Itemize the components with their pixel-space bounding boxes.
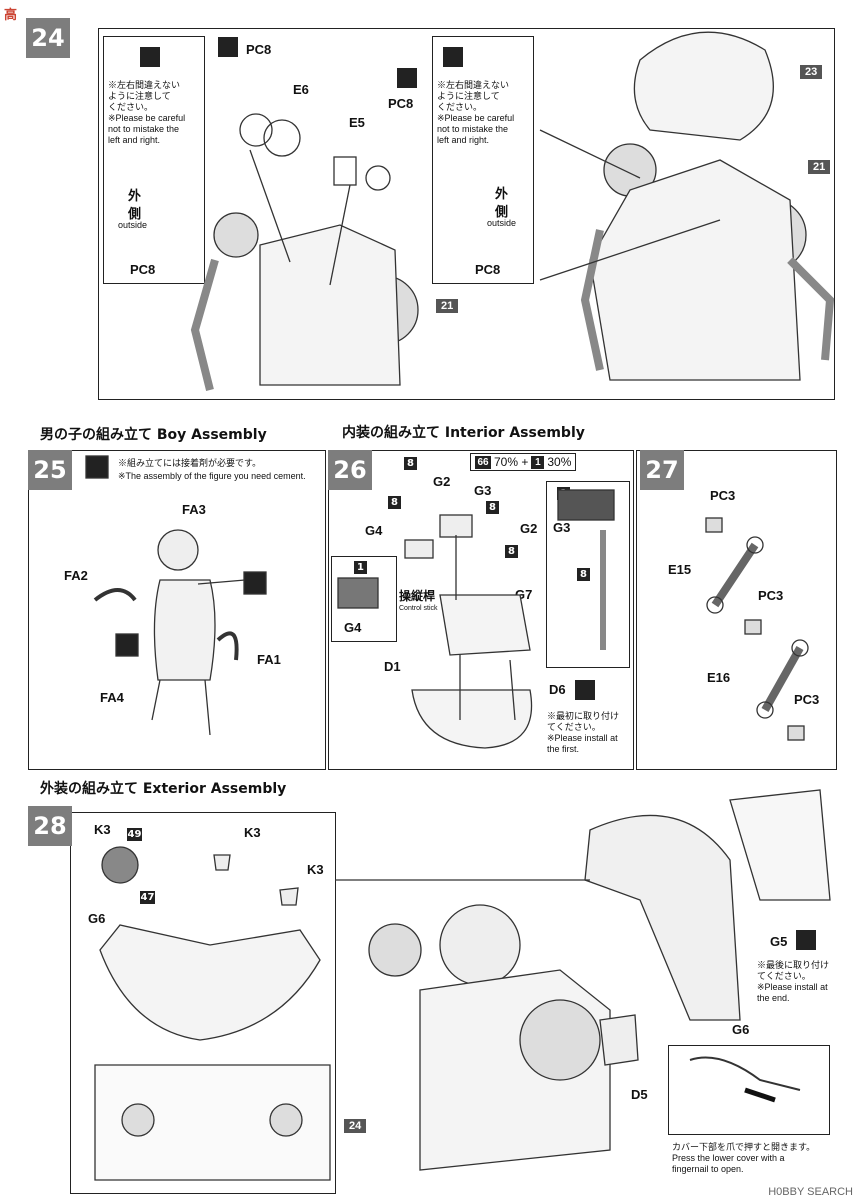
watermark-logo: 高: [4, 8, 18, 23]
cement-icon: [443, 47, 463, 67]
part-pc8-left-box: PC8: [130, 262, 156, 277]
part-k3: K3: [94, 822, 111, 837]
cement-icon: [218, 37, 238, 57]
outside-label-right-2: 側: [495, 204, 509, 219]
part-d5: D5: [631, 1087, 648, 1102]
part-d1: D1: [384, 659, 401, 674]
part-k3: K3: [307, 862, 324, 877]
part-pc8-right-box: PC8: [475, 262, 501, 277]
interior-assembly-header: 内装の組み立て Interior Assembly: [342, 425, 585, 441]
outside-label-right-1: 外: [495, 186, 509, 201]
part-fa4: FA4: [100, 690, 124, 705]
caution-box-right: [432, 36, 534, 284]
cement-note-en: ※The assembly of the figure you need cem…: [118, 471, 306, 481]
color-code-49: 49: [127, 828, 142, 841]
color-ratio-1: 70% +: [494, 455, 529, 469]
watermark-hobbysearch: H0BBY SEARCH: [768, 1186, 853, 1198]
step-25-number: 25: [28, 450, 72, 490]
color-ratio-2: 30%: [547, 455, 572, 469]
part-g4: G4: [365, 523, 383, 538]
part-fa1: FA1: [257, 652, 281, 667]
part-e5: E5: [349, 115, 365, 130]
part-g4-detail: G4: [344, 620, 362, 635]
part-pc3: PC3: [794, 692, 820, 707]
part-g2: G2: [520, 521, 538, 536]
boy-assembly-header: 男の子の組み立て Boy Assembly: [40, 427, 267, 443]
part-g5: G5: [770, 934, 788, 949]
outside-en-left: outside: [118, 220, 148, 230]
outside-label-left-2: 側: [128, 206, 142, 221]
part-g3-detail: G3: [553, 520, 571, 535]
part-pc3: PC3: [710, 488, 736, 503]
ref-tag-21: 21: [808, 160, 831, 174]
step-27-number: 27: [640, 450, 684, 490]
part-pc3: PC3: [758, 588, 784, 603]
outside-label-left-1: 外: [128, 188, 142, 203]
cement-icon: [397, 68, 417, 88]
ref-tag-21: 21: [436, 299, 459, 313]
color-code-1: 1: [354, 561, 367, 574]
part-pc8: PC8: [388, 96, 414, 111]
part-fa2: FA2: [64, 568, 88, 583]
color-mix-label: 66 70% + 1 30%: [470, 453, 577, 471]
cement-icon: [796, 930, 816, 950]
color-code-8: 8: [577, 568, 590, 581]
part-d6: D6: [549, 682, 566, 697]
cover-open-note: カバー下部を爪で押すと開きます。Press the lower cover wi…: [672, 1142, 816, 1174]
cement-note-jp: ※組み立てには接着剤が必要です。: [118, 458, 262, 468]
ref-tag-23: 23: [800, 65, 823, 79]
color-code-66: 66: [475, 455, 491, 469]
color-code-1: 1: [531, 455, 545, 469]
step-28-number: 28: [28, 806, 72, 846]
color-code-8: 8: [388, 496, 401, 509]
color-code-8: 8: [505, 545, 518, 558]
control-stick-jp: 操縦桿: [399, 589, 436, 603]
step-27-panel: [636, 450, 837, 770]
part-pc8: PC8: [246, 42, 272, 57]
cement-icon: [140, 47, 160, 67]
ref-tag-24: 24: [344, 1119, 367, 1133]
color-code-8: 8: [404, 457, 417, 470]
step-26-number: 26: [328, 450, 372, 490]
step-24-number: 24: [26, 18, 70, 58]
part-e15: E15: [668, 562, 692, 577]
part-g2: G2: [433, 474, 451, 489]
control-stick-en: Control stick: [399, 605, 438, 612]
color-code-47: 47: [140, 891, 155, 904]
part-g6: G6: [732, 1022, 750, 1037]
part-e16: E16: [707, 670, 731, 685]
part-g3: G3: [474, 483, 492, 498]
outside-en-right: outside: [487, 218, 517, 228]
part-k3: K3: [244, 825, 261, 840]
color-code-8: 8: [486, 501, 499, 514]
part-e6: E6: [293, 82, 309, 97]
cement-icon: [575, 680, 595, 700]
part-fa3: FA3: [182, 502, 206, 517]
exterior-assembly-header: 外装の組み立て Exterior Assembly: [40, 781, 287, 797]
caution-box-left: [103, 36, 205, 284]
part-g6: G6: [88, 911, 106, 926]
